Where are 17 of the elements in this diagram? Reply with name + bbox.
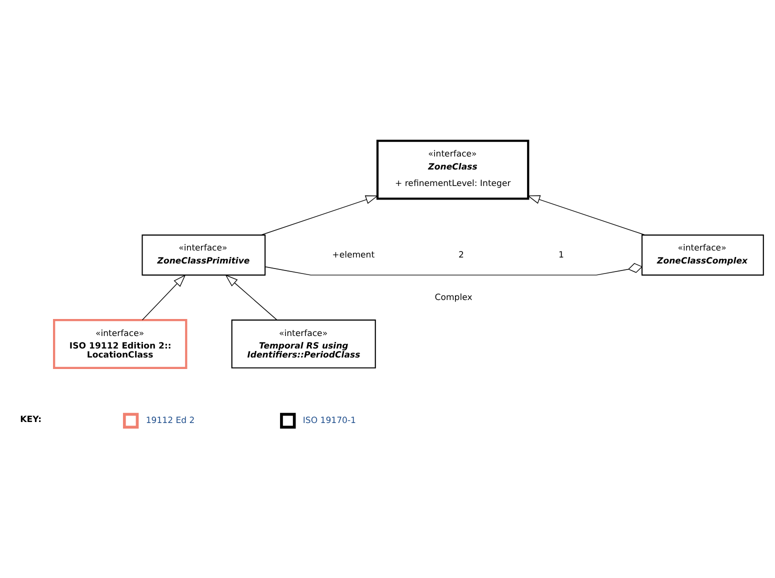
connector xyxy=(264,263,643,276)
node-box: «interface» Temporal RS using Identifiers::PeriodClass xyxy=(231,320,376,368)
arrow xyxy=(225,274,278,320)
label: +element xyxy=(332,250,375,260)
node-box: «interface» ZoneClass + refinementLevel: Integer xyxy=(376,140,530,200)
arrow xyxy=(527,195,646,236)
node-box: «interface» ISO 19112 Edition 2:: LocationClass xyxy=(53,318,188,369)
legend-label: 19112 Ed 2 xyxy=(146,416,195,426)
arrow xyxy=(142,274,186,320)
label: 1 xyxy=(558,250,564,260)
node-box: «interface» ZoneClassPrimitive xyxy=(142,234,266,276)
node-box: «interface» ZoneClassComplex xyxy=(641,234,764,276)
label: 2 xyxy=(458,250,464,260)
arrow xyxy=(260,195,378,236)
legend-label: ISO 19170-1 xyxy=(302,416,356,426)
label: KEY: xyxy=(20,415,42,426)
edge-label: Complex xyxy=(434,292,472,303)
